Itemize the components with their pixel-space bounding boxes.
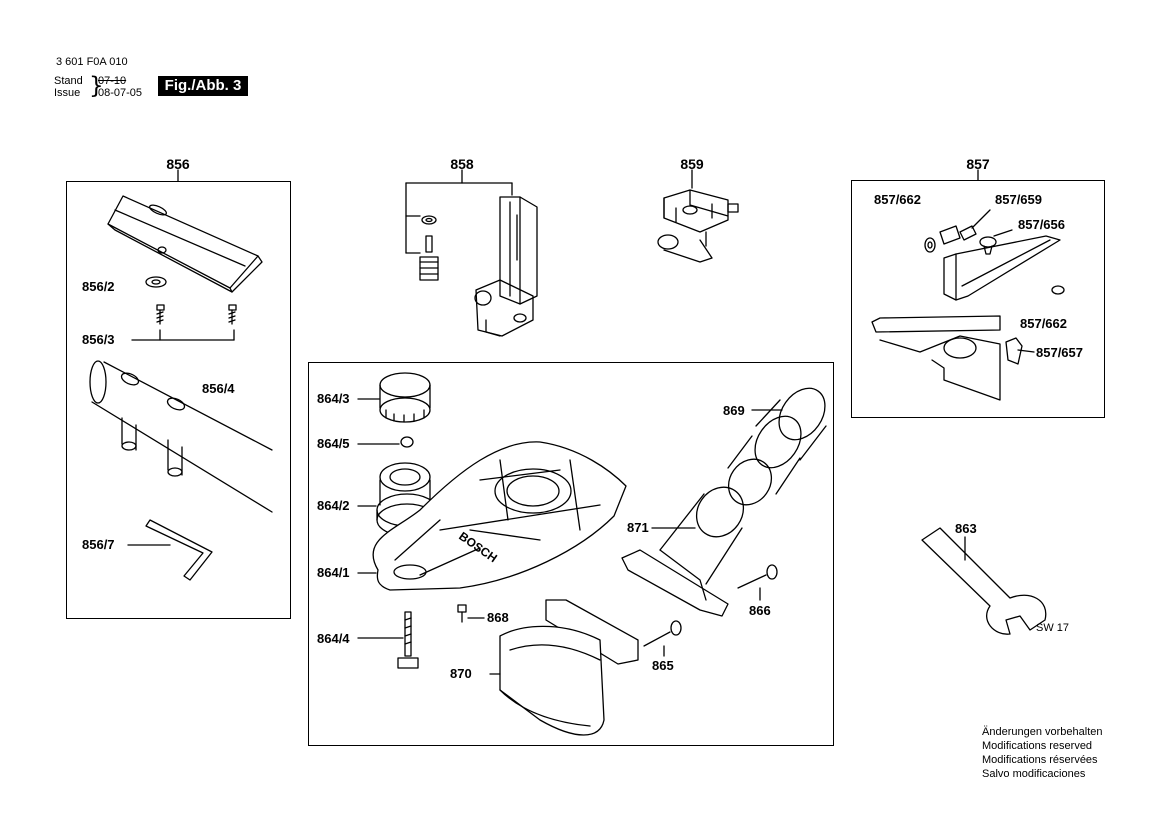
group-title-858: 858 [450, 156, 474, 172]
angle-guide-857 [871, 209, 1065, 401]
issue-date: 08-07-05 [98, 87, 143, 99]
label-857-662-bottom: 857/662 [1020, 316, 1067, 331]
parallel-guide-858 [419, 196, 538, 337]
label-870: 870 [450, 666, 472, 681]
label-857-656: 857/656 [1018, 217, 1065, 232]
label-864-5: 864/5 [317, 436, 350, 451]
figure-label: Fig./Abb. 3 [158, 76, 248, 96]
label-866: 866 [749, 603, 771, 618]
label-863: 863 [955, 521, 977, 536]
main-assembly-frame [308, 362, 834, 746]
note-fr: Modifications réservées [982, 754, 1098, 766]
label-856-7: 856/7 [82, 537, 115, 552]
label-869: 869 [723, 403, 745, 418]
stand-date: 07-10 [98, 75, 127, 87]
note-en: Modifications reserved [982, 740, 1093, 752]
group-title-857: 857 [966, 156, 990, 172]
label-868: 868 [487, 610, 509, 625]
group-856-frame [66, 181, 291, 619]
label-857-657: 857/657 [1036, 345, 1083, 360]
extraction-spout-871 [621, 486, 745, 617]
label-865: 865 [652, 658, 674, 673]
label-856-4: 856/4 [202, 381, 235, 396]
document-number: 3 601 F0A 010 [56, 56, 128, 68]
adapter-869 [727, 387, 827, 506]
guide-plate-856 [107, 195, 263, 293]
note-es: Salvo modificaciones [982, 768, 1086, 780]
circle-guide-859 [657, 189, 739, 263]
label-856-3: 856/3 [82, 332, 115, 347]
group-title-856: 856 [166, 156, 190, 172]
date-brace: } [89, 73, 104, 99]
hex-key-856-7 [145, 519, 213, 581]
knob-864-3 [357, 372, 431, 423]
label-856-2: 856/2 [82, 279, 115, 294]
modification-notes: Änderungen vorbehalten Modifications res… [982, 725, 1102, 781]
label-871: 871 [627, 520, 649, 535]
washer-856-2 [145, 276, 167, 288]
label-864-2: 864/2 [317, 498, 350, 513]
label-864-1: 864/1 [317, 565, 350, 580]
hood-870 [489, 599, 639, 736]
label-864-4: 864/4 [317, 631, 350, 646]
wrench-863 [921, 527, 1047, 635]
stand-label: Stand [54, 75, 83, 87]
screw-866 [737, 564, 778, 601]
label-864-3: 864/3 [317, 391, 350, 406]
wrench-size-label: SW 17 [1036, 622, 1070, 634]
group-title-859: 859 [680, 156, 704, 172]
guide-rod-856-4 [89, 360, 273, 513]
base-plate-864-1 [357, 441, 627, 591]
nut-864-5 [400, 436, 414, 448]
label-857-662-top: 857/662 [874, 192, 921, 207]
note-de: Änderungen vorbehalten [982, 726, 1103, 738]
label-857-659: 857/659 [995, 192, 1042, 207]
screw-865 [643, 620, 682, 657]
bolt-864-4 [357, 611, 419, 669]
issue-label: Issue [54, 87, 81, 99]
